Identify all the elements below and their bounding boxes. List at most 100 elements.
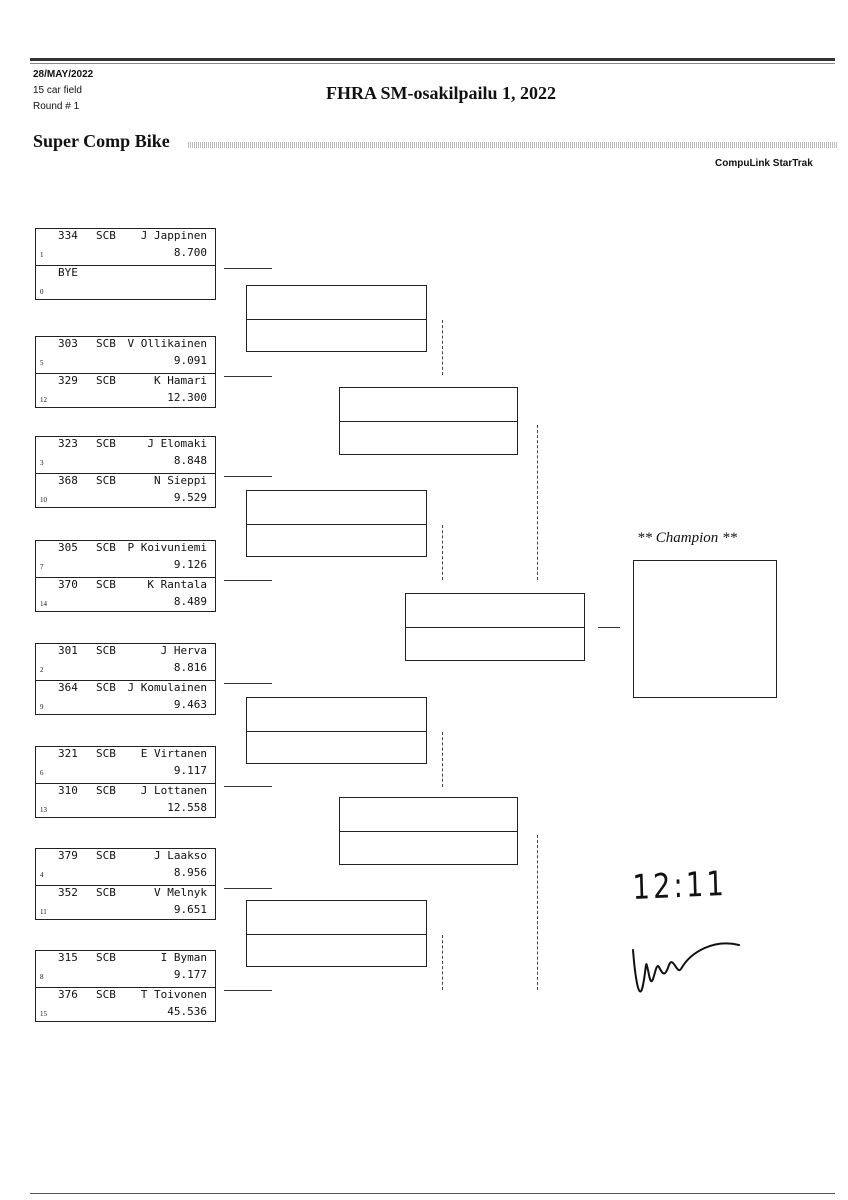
elapsed-time: 9.126 [173,558,207,571]
round2-slot [246,490,427,557]
seed-number: 1 [40,251,44,259]
racer-class: SCB [96,747,116,760]
racer-entry[interactable]: 364 SCB J Komulainen 9.463 9 [36,680,215,717]
elapsed-time: 9.177 [173,968,207,981]
dotted-fill [188,142,838,148]
bracket-connector [224,268,272,269]
round1-pair: 303 SCB V Ollikainen 9.091 5 329 SCB K H… [35,336,216,408]
bracket-connector [224,683,272,684]
bracket-connector [224,376,272,377]
racer-number: 305 [58,541,78,554]
racer-number: 301 [58,644,78,657]
racer-name: N Sieppi [154,474,207,487]
racer-number: 379 [58,849,78,862]
racer-class: SCB [96,784,116,797]
seed-number: 5 [40,359,44,367]
racer-number: 323 [58,437,78,450]
racer-entry[interactable]: BYE 0 [36,265,215,302]
racer-entry[interactable]: 334 SCB J Jappinen 8.700 1 [36,229,215,265]
racer-entry[interactable]: 352 SCB V Melnyk 9.651 11 [36,885,215,922]
software-brand: CompuLink StarTrak [715,158,813,169]
event-title: FHRA SM-osakilpailu 1, 2022 [326,83,557,103]
racer-class: SCB [96,849,116,862]
bracket-connector [442,732,443,787]
round3-slot [339,797,518,865]
top-rule [30,58,835,61]
racer-entry[interactable]: 310 SCB J Lottanen 12.558 13 [36,783,215,820]
top-rule-thin [30,63,835,64]
racer-name: J Herva [160,644,207,657]
racer-name: P Koivuniemi [127,541,207,554]
round1-pair: 379 SCB J Laakso 8.956 4 352 SCB V Melny… [35,848,216,920]
racer-number: 303 [58,337,78,350]
racer-entry[interactable]: 376 SCB T Toivonen 45.536 15 [36,987,215,1024]
round1-pair: 334 SCB J Jappinen 8.700 1 BYE 0 [35,228,216,300]
racer-entry[interactable]: 301 SCB J Herva 8.816 2 [36,644,215,680]
seed-number: 0 [40,288,44,296]
racer-entry[interactable]: 379 SCB J Laakso 8.956 4 [36,849,215,885]
racer-entry[interactable]: 329 SCB K Hamari 12.300 12 [36,373,215,410]
handwritten-signature [632,942,740,993]
racer-class: SCB [96,437,116,450]
racer-number: 334 [58,229,78,242]
racer-number: BYE [58,266,78,279]
elapsed-time: 12.558 [167,801,207,814]
round2-slot [246,697,427,764]
racer-class: SCB [96,374,116,387]
bracket-connector [442,935,443,990]
racer-entry[interactable]: 303 SCB V Ollikainen 9.091 5 [36,337,215,373]
racer-number: 321 [58,747,78,760]
racer-name: K Rantala [147,578,207,591]
event-date: 28/MAY/2022 [33,69,94,80]
racer-entry[interactable]: 323 SCB J Elomaki 8.848 3 [36,437,215,473]
round1-pair: 323 SCB J Elomaki 8.848 3 368 SCB N Siep… [35,436,216,508]
bracket-connector [224,786,272,787]
seed-number: 7 [40,563,44,571]
seed-number: 9 [40,703,44,711]
racer-number: 310 [58,784,78,797]
seed-number: 2 [40,666,44,674]
racer-number: 370 [58,578,78,591]
seed-number: 15 [40,1010,47,1018]
seed-number: 11 [40,908,47,916]
racer-class: SCB [96,886,116,899]
final-connector [598,627,620,628]
racer-name: J Laakso [154,849,207,862]
bracket-connector [224,888,272,889]
racer-name: J Lottanen [140,784,207,797]
racer-name: I Byman [160,951,207,964]
racer-number: 315 [58,951,78,964]
racer-class: SCB [96,644,116,657]
seed-number: 14 [40,600,47,608]
class-name: Super Comp Bike [33,131,170,151]
elapsed-time: 45.536 [167,1005,207,1018]
round1-pair: 305 SCB P Koivuniemi 9.126 7 370 SCB K R… [35,540,216,612]
racer-entry[interactable]: 321 SCB E Virtanen 9.117 6 [36,747,215,783]
round1-pair: 321 SCB E Virtanen 9.117 6 310 SCB J Lot… [35,746,216,818]
elapsed-time: 9.651 [173,903,207,916]
racer-number: 368 [58,474,78,487]
racer-number: 352 [58,886,78,899]
round2-slot [246,285,427,352]
racer-entry[interactable]: 370 SCB K Rantala 8.489 14 [36,577,215,614]
round2-slot [246,900,427,967]
racer-entry[interactable]: 305 SCB P Koivuniemi 9.126 7 [36,541,215,577]
round-number: Round # 1 [33,101,80,112]
racer-number: 329 [58,374,78,387]
racer-entry[interactable]: 315 SCB I Byman 9.177 8 [36,951,215,987]
racer-class: SCB [96,337,116,350]
racer-name: J Komulainen [127,681,207,694]
seed-number: 6 [40,769,44,777]
racer-name: E Virtanen [140,747,207,760]
bracket-connector [442,320,443,375]
elapsed-time: 8.816 [173,661,207,674]
champion-label: ** Champion ** [637,530,738,546]
elapsed-time: 8.848 [173,454,207,467]
bracket-connector [537,425,538,580]
racer-entry[interactable]: 368 SCB N Sieppi 9.529 10 [36,473,215,510]
final-slot [405,593,585,661]
bottom-rule [30,1193,835,1194]
elapsed-time: 8.489 [173,595,207,608]
elapsed-time: 9.117 [173,764,207,777]
racer-class: SCB [96,541,116,554]
